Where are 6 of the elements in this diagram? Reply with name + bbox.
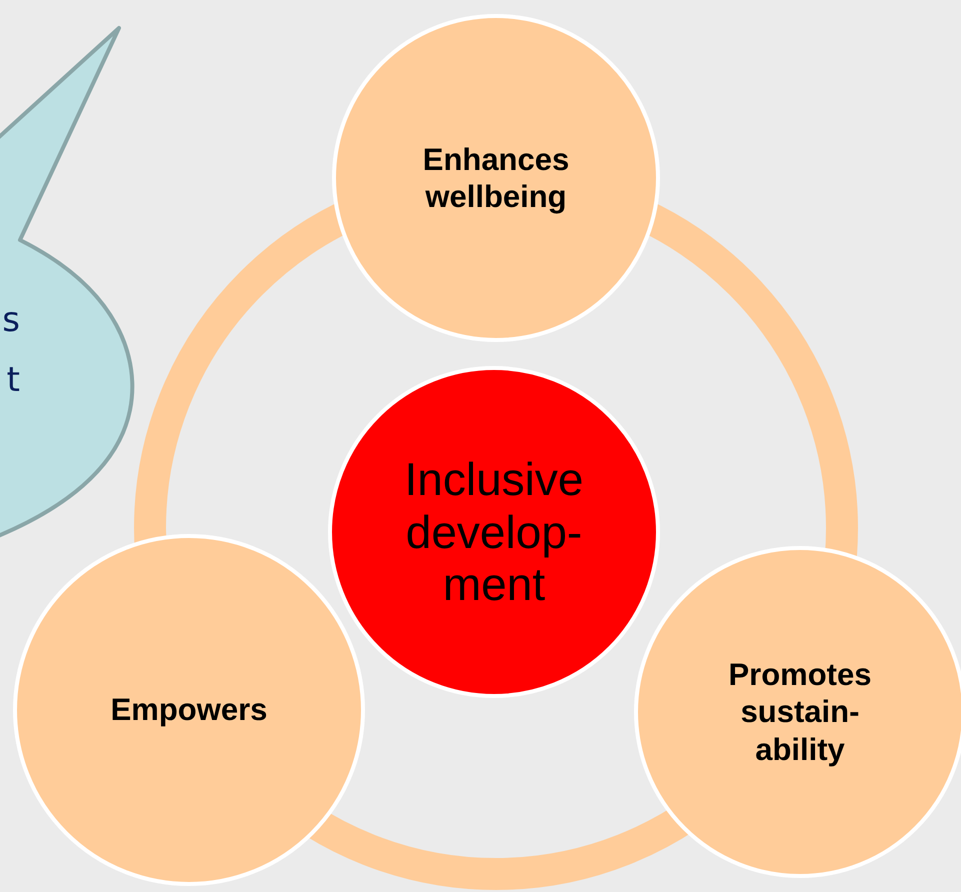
bubble-text: s — [2, 300, 20, 340]
circle-label: Enhances wellbeing — [422, 140, 570, 216]
circle-label: Inclusive develop- ment — [404, 452, 584, 612]
circle-label: Promotes sustain- ability — [728, 656, 872, 768]
bubble-text: t — [6, 360, 20, 400]
circle-label: Empowers — [110, 691, 268, 729]
